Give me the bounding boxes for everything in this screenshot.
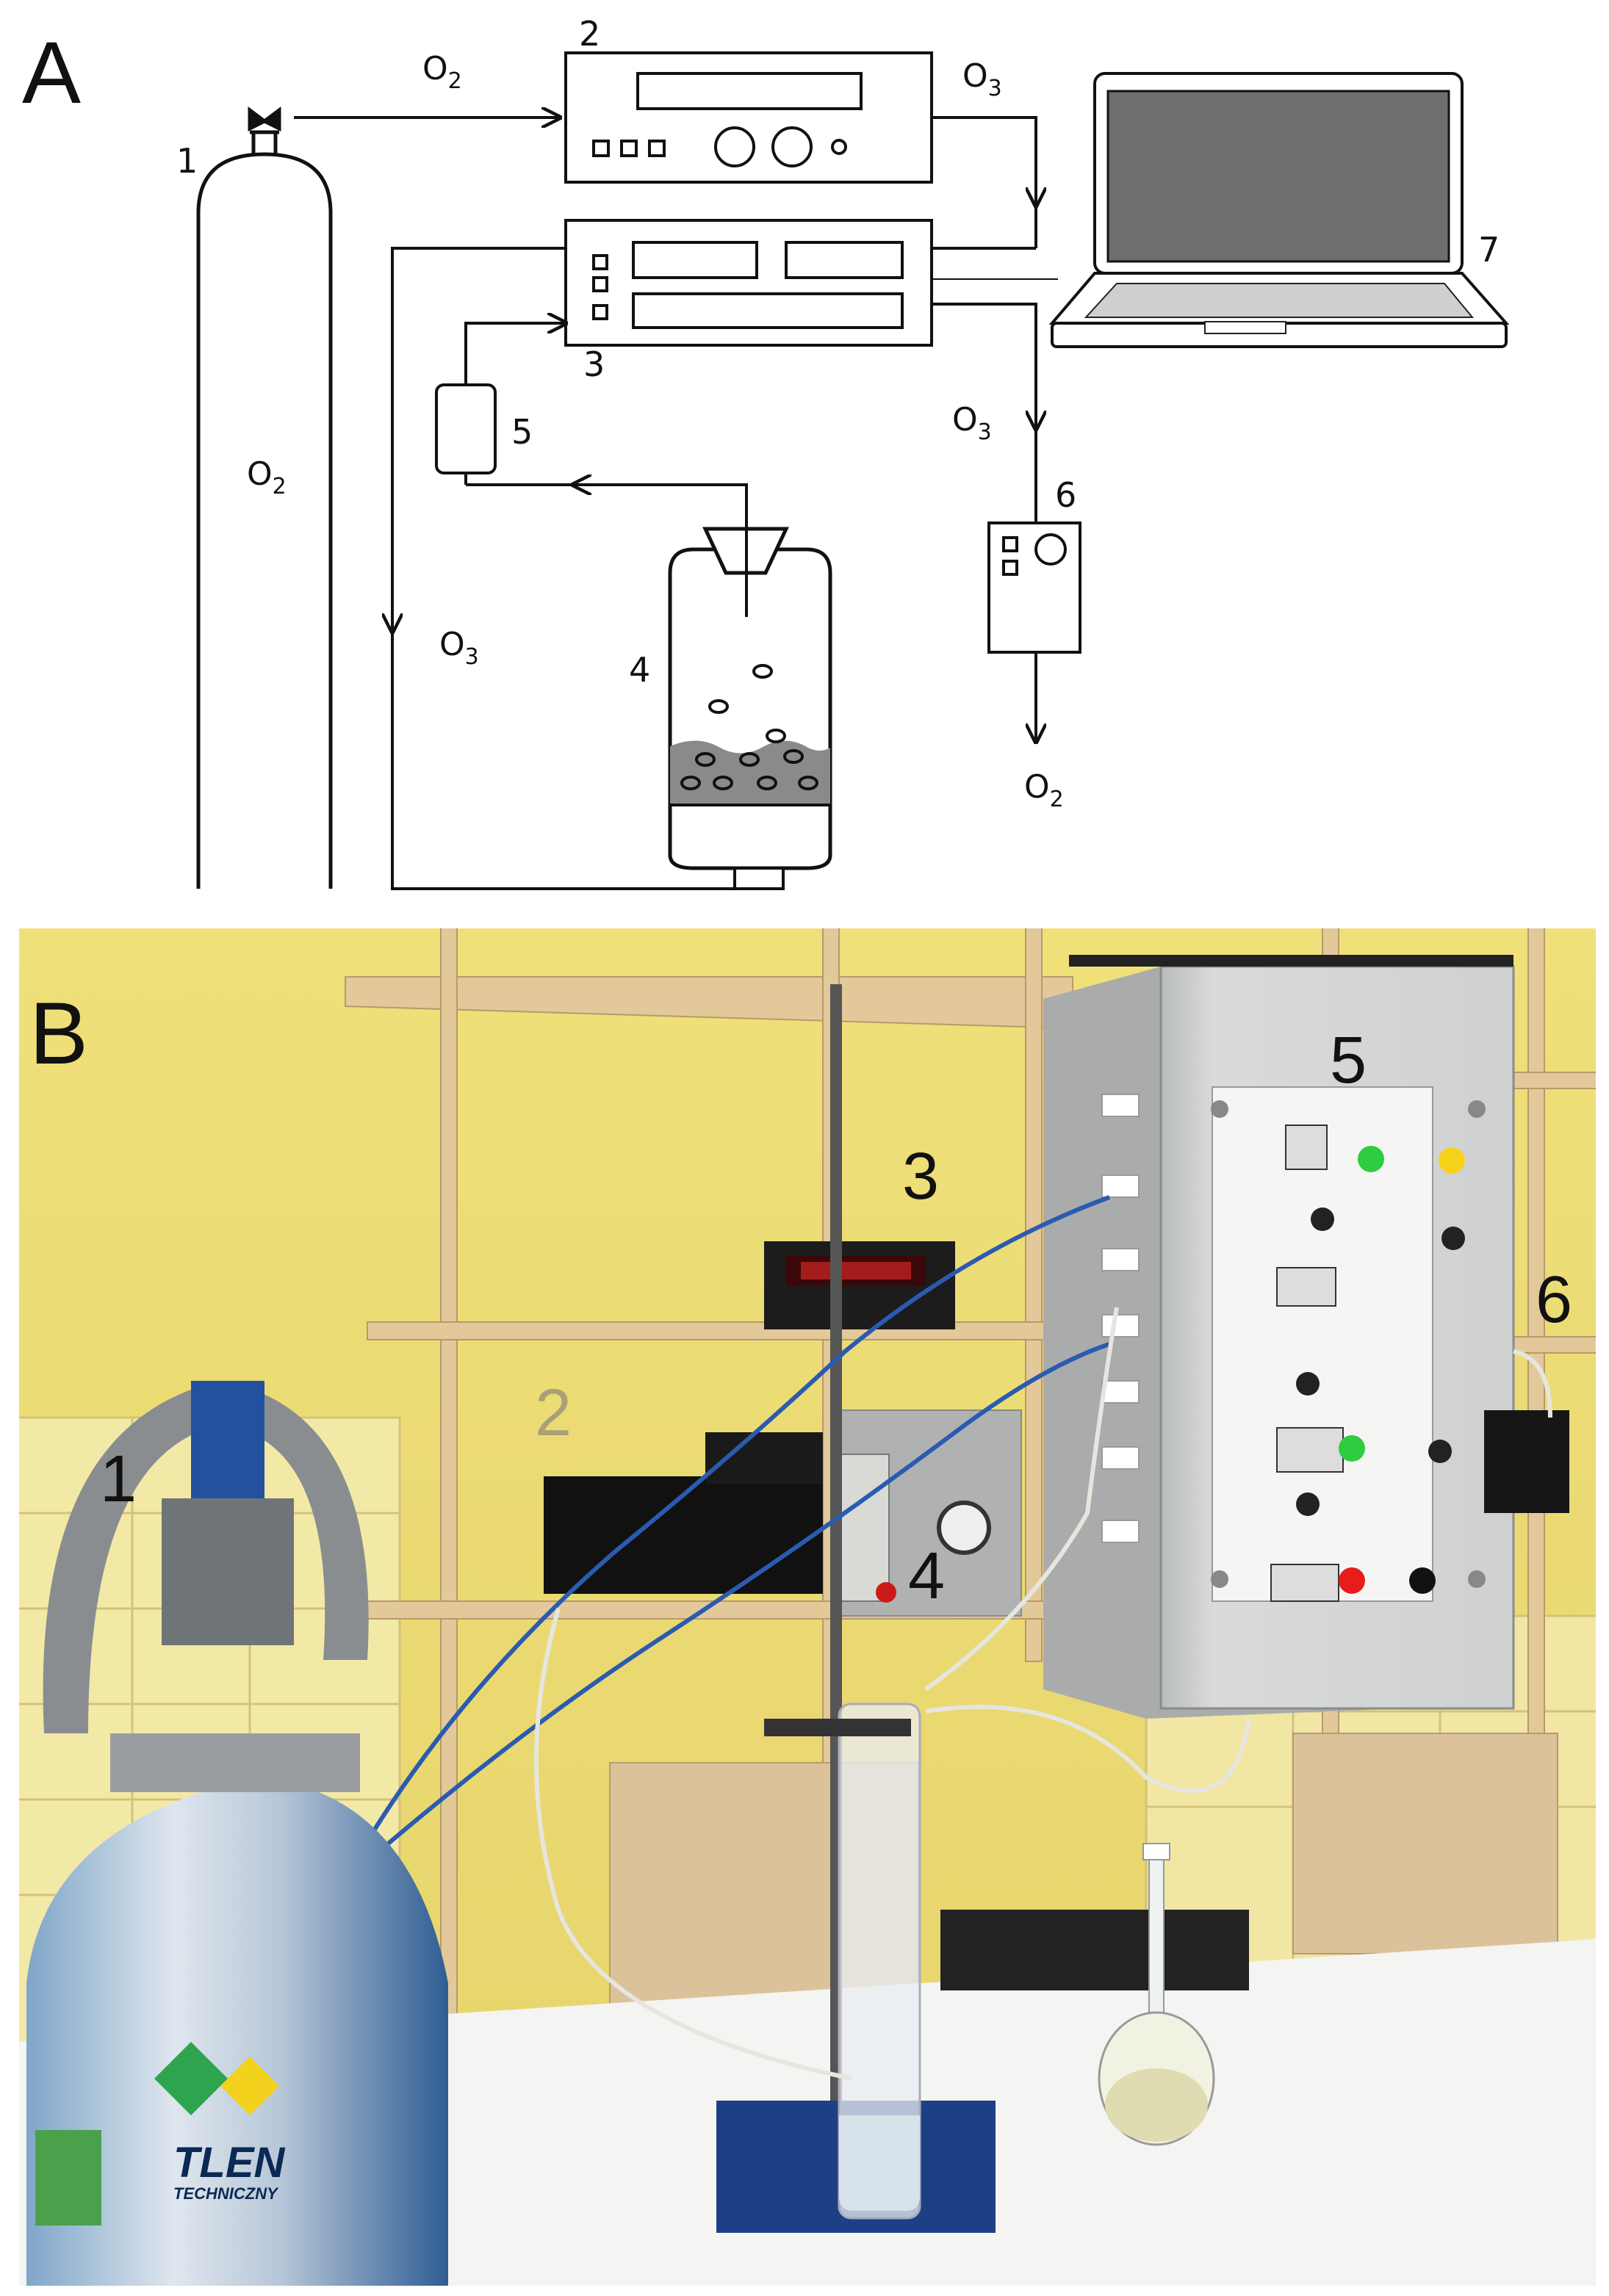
photo-label-2: 2	[535, 1376, 572, 1450]
label-1: 1	[176, 141, 198, 181]
tubing	[344, 1195, 1552, 2081]
cylinder-technical-text: TECHNICZNY	[173, 2184, 279, 2203]
gas-label-o2-cylinder: O2	[247, 455, 287, 499]
panel-a-letter: A	[22, 24, 81, 122]
gas-label-o2-out: O2	[1024, 768, 1064, 812]
dryer-5	[435, 383, 497, 474]
photo-label-3: 3	[902, 1140, 939, 1213]
device-6-destructor	[1484, 1410, 1569, 1513]
cylinder-tlen-text: TLEN	[173, 2139, 286, 2187]
ozone-generator-2	[564, 51, 933, 184]
control-cabinet-5	[1043, 955, 1515, 1719]
gas-label-o3-top: O3	[962, 57, 1002, 101]
photo-label-1: 1	[100, 1443, 137, 1516]
photo-label-4: 4	[908, 1539, 945, 1613]
gas-label-o3-mid: O3	[439, 626, 479, 670]
gas-label-o2-top: O2	[422, 50, 462, 94]
sink	[940, 1910, 1249, 1990]
label-2: 2	[579, 14, 600, 54]
cardboard-box-right	[1292, 1733, 1558, 1954]
reactor-4	[668, 527, 832, 890]
label-6: 6	[1055, 475, 1076, 515]
ozone-destructor-6	[987, 521, 1081, 654]
label-3: 3	[583, 344, 605, 384]
volumetric-flask	[1098, 1843, 1215, 2146]
device-2-generator	[544, 1432, 823, 1594]
flow-line-reactor-to-dryer	[573, 485, 748, 617]
photo-label-5: 5	[1330, 1024, 1367, 1097]
ozone-analyzer-3	[564, 219, 933, 347]
oxygen-cylinder-photo-1: TLEN TECHNICZNY	[26, 1381, 448, 2287]
gauge-panel	[837, 1409, 1022, 1617]
photo-label-6: 6	[1536, 1263, 1572, 1337]
flow-line-o3-to-reactor	[392, 247, 566, 632]
flow-line-o3-to-destructor	[932, 303, 1036, 429]
panel-b-letter: B	[29, 984, 88, 1083]
flow-line-dryer-to-analyzer	[464, 323, 566, 385]
label-5: 5	[511, 412, 533, 452]
device-3-analyzer	[764, 1241, 955, 1329]
laptop-7	[1048, 72, 1510, 348]
flow-line-o3-generator-to-analyzer	[932, 116, 1036, 206]
reactor-column-stand	[716, 984, 996, 2233]
label-4: 4	[629, 650, 650, 690]
gas-label-o3-right: O3	[952, 401, 992, 445]
panel-a: A 1 O2 O2 2 O3	[22, 14, 1510, 890]
label-7: 7	[1478, 230, 1500, 270]
panel-b-photo: TLEN TECHNICZNY B 1 2 3 4 5 6	[16, 925, 1599, 2289]
oxygen-cylinder-1	[196, 107, 333, 889]
